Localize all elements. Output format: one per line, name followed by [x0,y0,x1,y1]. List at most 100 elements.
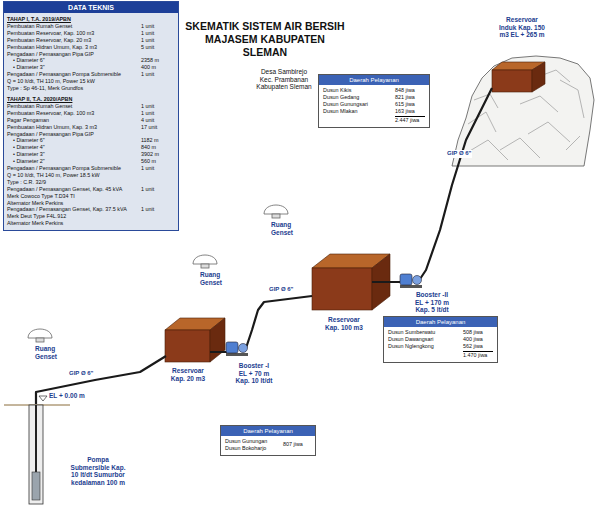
hamlet-cell: Dusun Mlakan [323,108,395,115]
pump-motor [400,274,412,285]
table-body: Dusun Kikis848 jiwaDusun Gedang821 jiwaD… [319,85,429,127]
population-cell: 615 jiwa [395,101,425,108]
data-row: Pengadaan / Pemasangan Pompa Submersible… [7,165,175,172]
total-cell: 2.447 jiwa [395,116,425,124]
population-cell: 848 jiwa [395,87,425,94]
data-row: Pengadaan / Pemasangan Genset, Kap. 37.5… [7,206,175,213]
data-row: Merk Deut Type F4L.912 [7,213,175,220]
data-row: Pembuatan Hidran Umum, Kap. 3 m35 unit [7,44,175,51]
submersible-pump [32,472,40,500]
service-table: Daerah PelayananDusun GununganDusun Boko… [220,425,316,456]
item-cell: • Diameter 4" [7,144,141,151]
item-cell: Pengadaan / Pemasangan Pompa Submersible [7,165,141,172]
hamlet-cell: Dusun Sumberwatu [388,329,463,336]
genset-base [201,264,209,268]
item-cell: Type : C.R. 32/9 [7,179,175,186]
borehole [4,396,70,504]
data-row: Pembuatan Rumah Genset1 unit [7,103,175,110]
riser-pipe [35,405,37,472]
pipe [36,356,166,404]
item-cell: • Diameter 3" [7,64,141,71]
quantity-cell: 400 m [141,64,175,71]
data-row: Q = 10 lt/dt, TH 110 m, Power 15 kW [7,78,175,85]
item-cell: Pembuatan Reservoar, Kap. 100 m3 [7,110,141,117]
booster-pump [400,274,422,288]
data-row: Type : C.R. 32/9 [7,179,175,186]
item-cell: Pembuatan Hidran Umum, Kap. 3 m3 [7,124,141,131]
data-row: Pembuatan Hidran Umum, Kap. 3 m317 unit [7,124,175,131]
quantity-cell: 1 unit [141,71,175,78]
table-header: Daerah Pelayanan [384,317,497,327]
data-panel: DATA TEKNISTAHAP I, T.A. 2019/APBNPembua… [3,1,179,231]
table-row: Dusun Mlakan163 jiwa [323,108,425,115]
item-cell: Pengadaan / Pemasangan Pipa GIP [7,51,175,58]
item-cell: Pengadaan / Pemasangan Genset, Kap. 45 k… [7,186,141,193]
total-cell: 1.470 jiwa [463,351,493,359]
pump-base [226,353,248,356]
reservoir-side [210,318,225,362]
building-label: Ruang Genset [200,271,210,286]
pipe-label: GIP Ø 6" [268,286,294,294]
population-cell: 562 jiwa [463,343,493,350]
building-label: Ruang Genset [35,345,45,360]
quantity-cell: 560 m [141,158,175,165]
data-row: Pembuatan Reservoar, Kap. 100 m31 unit [7,110,175,117]
reservoir-label: Reservoar Induk Kap. 150 m3 EL + 265 m [499,16,546,39]
elevation-label: EL + 0.00 m [49,392,85,400]
section-heading: TAHAP II, T.A. 2020/APBN [7,96,175,103]
data-row: TAHAP II, T.A. 2020/APBN [7,96,175,103]
well-casing [29,405,43,504]
reservoir-label: Reservoar Kap. 100 m3 [325,316,364,331]
population-cell: 807 jiwa [283,441,311,448]
quantity-cell: 2358 m [141,57,175,64]
item-cell: Pagar Pengaman [7,117,141,124]
data-row: • Diameter 3"400 m [7,64,175,71]
table-header: Daerah Pelayanan [319,75,429,85]
data-row: Q = 10 lt/dt, TH 140 m, Power 18.5 kW [7,172,175,179]
data-row: Alternator Merk Perkins [7,220,175,227]
hamlet-cell: Dusun Nglengkong [388,343,463,350]
booster-pump [226,342,248,356]
hamlet-cell: Dusun Gunungan [225,438,283,445]
total-row: 1.470 jiwa [388,350,493,359]
pump-head [413,276,422,285]
service-table: Daerah PelayananDusun Sumberwatu508 jiwa… [383,316,498,363]
diagram-title: SKEMATIK SISTEM AIR BERSIH MAJASEM KABUP… [183,20,347,59]
item-cell: Pembuatan Hidran Umum, Kap. 3 m3 [7,44,141,51]
quantity-cell: 4 unit [141,117,175,124]
quantity-cell: 1 unit [141,37,175,44]
item-cell: Alternator Merk Perkins [7,220,175,227]
pipe [210,296,312,352]
reservoir-main [492,62,545,92]
data-row: Alternator Merk Perkins [7,200,175,207]
table-body: Dusun Sumberwatu508 jiwaDusun Dawangsari… [384,327,497,362]
table-row: Dusun Sumberwatu508 jiwa [388,329,493,336]
table-header: Daerah Pelayanan [221,426,315,436]
hamlet-cell: Dusun Dawangsari [388,336,463,343]
item-cell: Q = 10 lt/dt, TH 140 m, Power 18.5 kW [7,172,175,179]
item-cell: • Diameter 3" [7,151,141,158]
quantity-cell: 5 unit [141,44,175,51]
data-row: Pengadaan / Pemasangan Pipa GIP [7,51,175,58]
service-table: Daerah PelayananDusun Kikis848 jiwaDusun… [318,74,430,128]
pump-base [400,285,422,288]
value-column: 807 jiwa [283,441,311,448]
pump-head [239,344,248,353]
table-header: DATA TEKNIS [4,2,178,13]
spacer [388,350,463,359]
item-cell: Pembuatan Rumah Genset [7,23,141,30]
elevation-mark [39,396,47,401]
table-row: Dusun Dawangsari400 jiwa [388,336,493,343]
data-row: Merk Cowoco Type T.D34 TI [7,193,175,200]
genset-dome [264,205,288,214]
pump-label: Pompa Submersible Kap. 10 lt/dt Sumurbor… [70,456,126,486]
genset-dome [193,255,217,264]
item-cell: • Diameter 6" [7,137,141,144]
quantity-cell: 3902 m [141,151,175,158]
genset-base [272,214,280,218]
mountain [452,56,594,166]
item-cell: Type : Sp 46-11, Merk Grundfos [7,85,175,92]
hamlet-cell: Dusun Gedang [323,94,395,101]
genset-dome [28,329,52,338]
data-row: • Diameter 4"840 m [7,144,175,151]
